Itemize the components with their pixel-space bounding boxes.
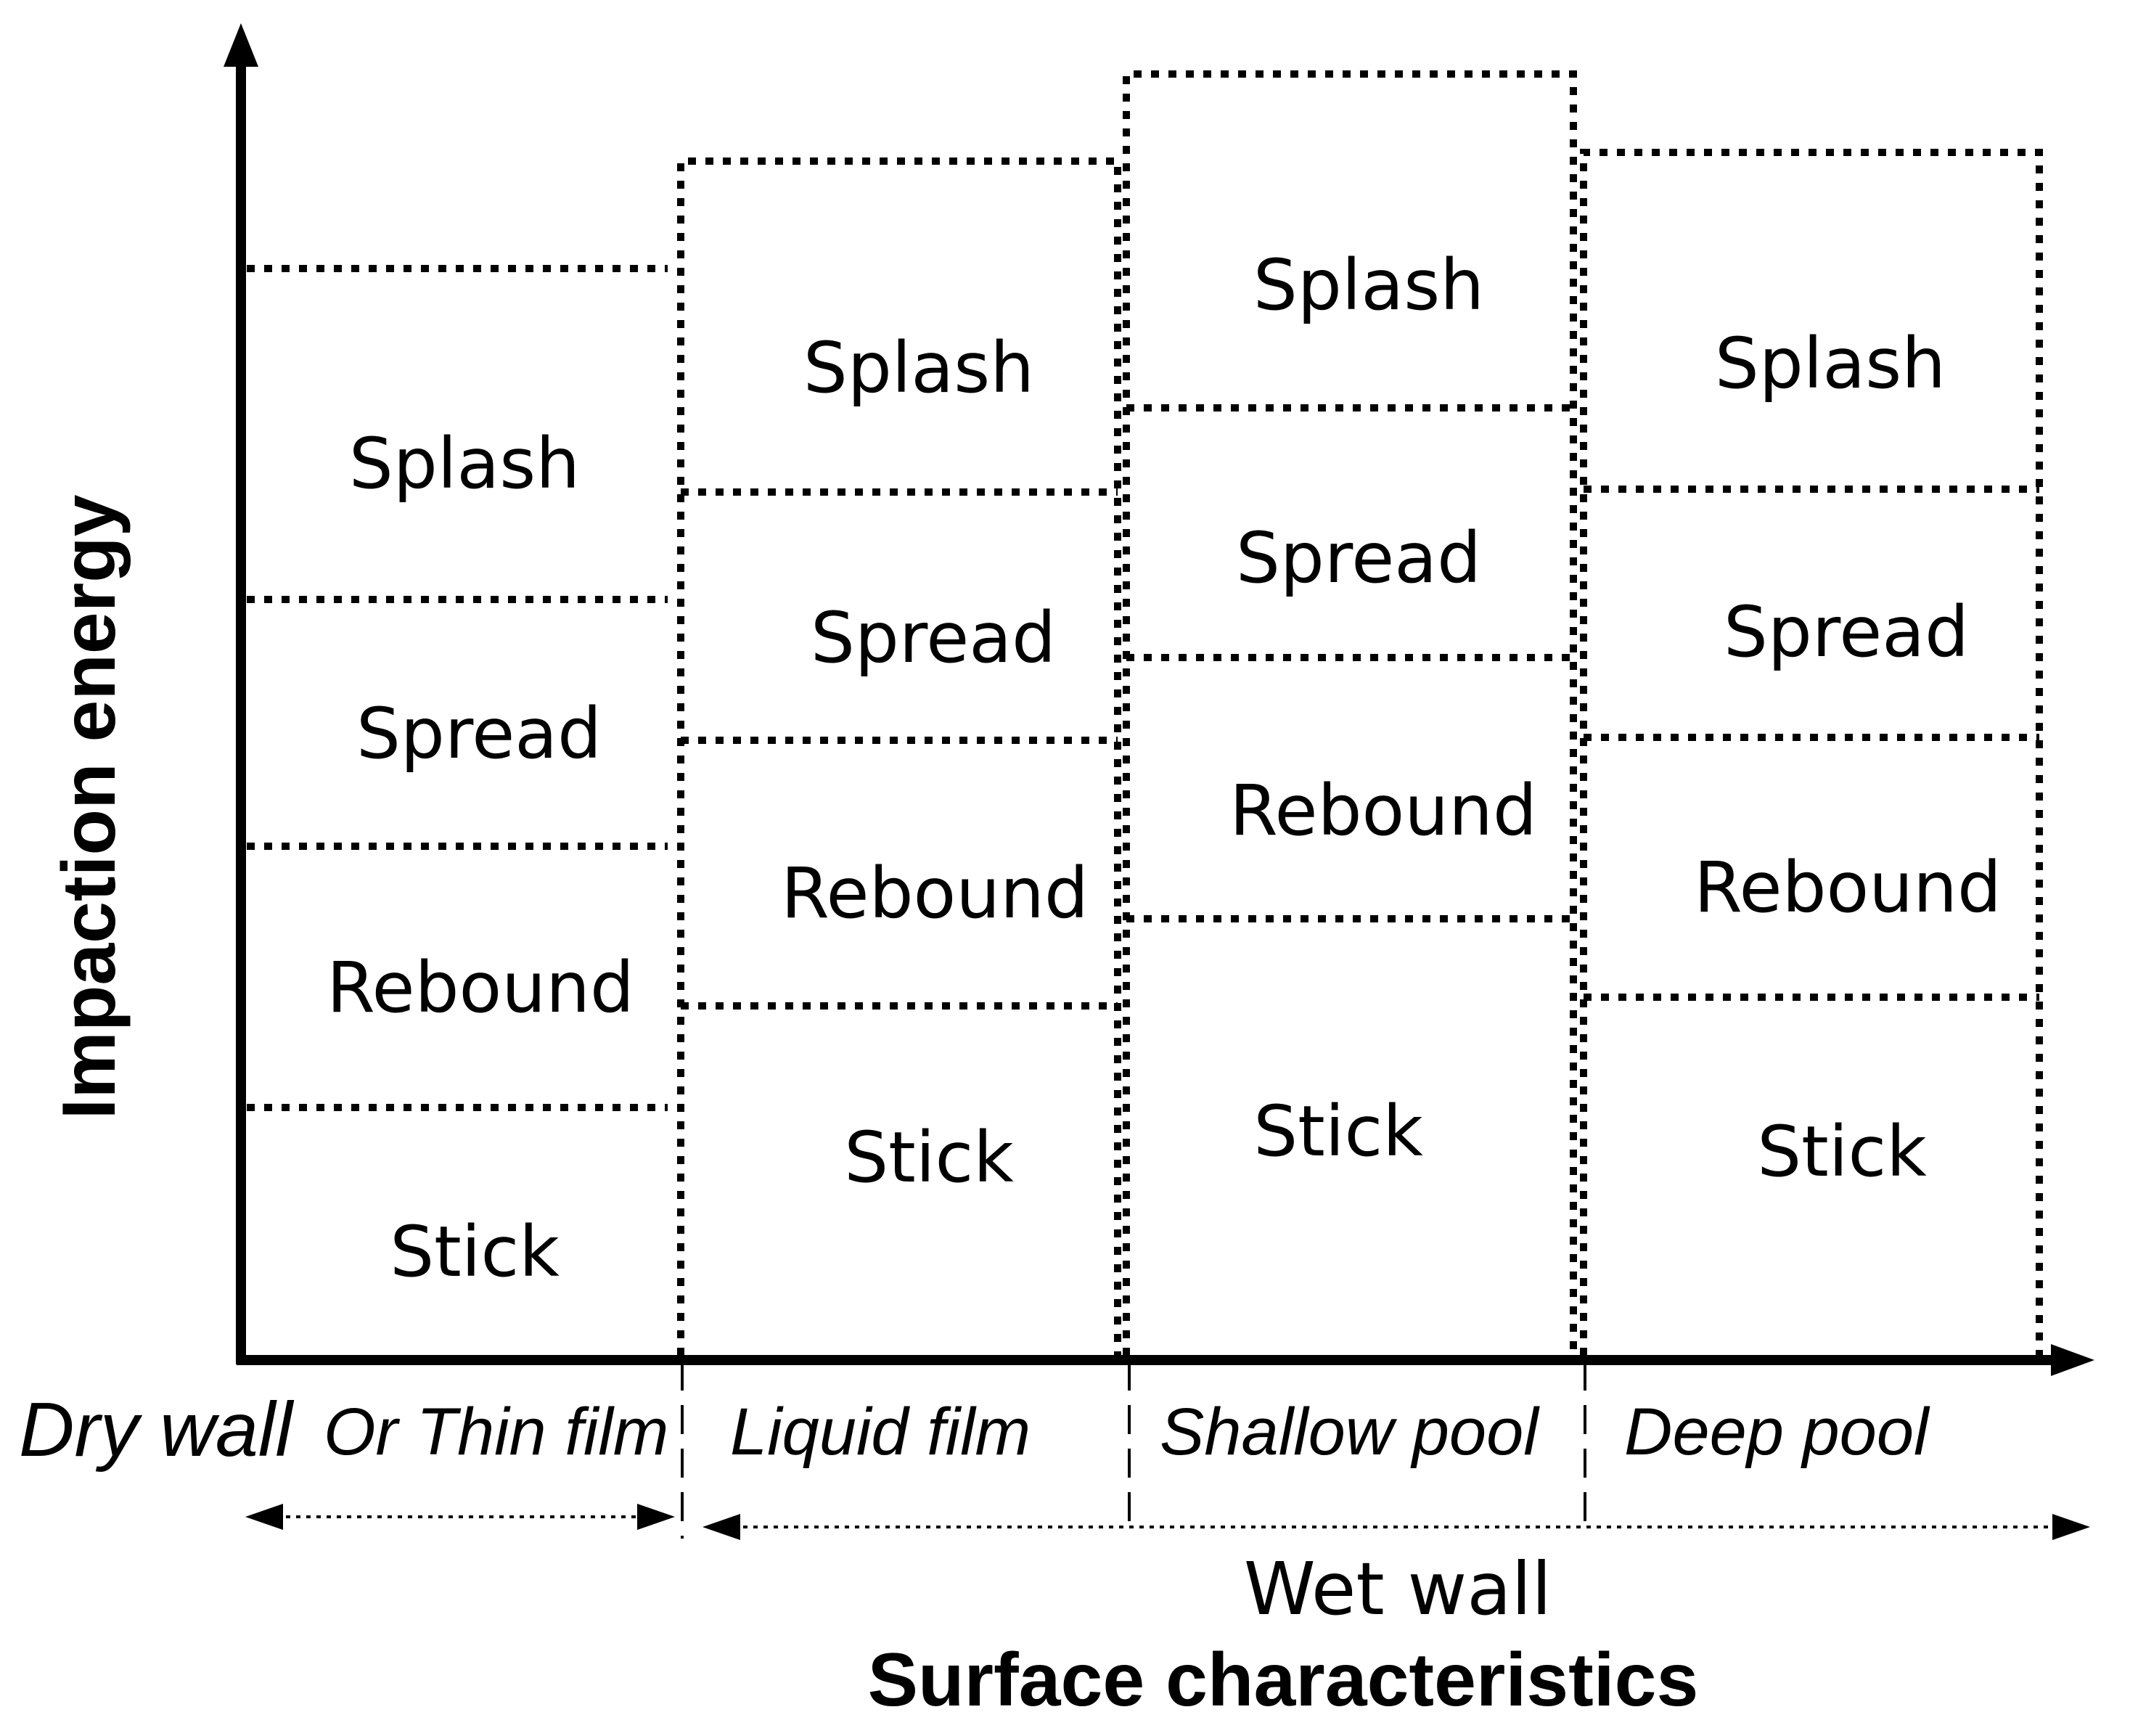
- column-outline: [1123, 70, 1577, 1356]
- regime-label: Stick: [1757, 1111, 1927, 1192]
- x-axis-arrowhead: [2051, 1344, 2094, 1376]
- regime-label: Stick: [844, 1117, 1014, 1198]
- column-liquid-film: Splash Spread Rebound Stick: [677, 157, 1121, 1356]
- column-deep-pool: Splash Spread Rebound Stick: [1580, 149, 2043, 1356]
- condition-label: Dry wall: [19, 1387, 294, 1473]
- regime-label: Splash: [349, 423, 580, 504]
- x-axis-title: Surface characteristics: [868, 1638, 1699, 1722]
- column-outline: [1580, 149, 2043, 1356]
- y-axis-title: Impaction energy: [47, 494, 131, 1119]
- regime-label: Splash: [1715, 323, 1946, 404]
- regime-label: Rebound: [781, 853, 1089, 934]
- column-dry-wall: Splash Spread Rebound Stick: [247, 265, 668, 1293]
- column-shallow-pool: Splash Spread Rebound Stick: [1123, 70, 1577, 1356]
- regime-label: Stick: [1253, 1091, 1423, 1172]
- regime-label: Rebound: [1229, 770, 1537, 851]
- condition-label: Deep pool: [1624, 1395, 1930, 1469]
- regime-label: Rebound: [327, 947, 634, 1028]
- condition-label: Shallow pool: [1160, 1395, 1540, 1469]
- regime-label: Splash: [1253, 245, 1484, 326]
- regime-label: Spread: [811, 597, 1056, 679]
- regime-label: Splash: [803, 327, 1034, 409]
- wet-wall-label: Wet wall: [1244, 1547, 1552, 1631]
- regime-label: Spread: [1724, 591, 1969, 673]
- column-outline: [677, 157, 1121, 1356]
- condition-label: Or Thin film: [324, 1395, 668, 1469]
- regime-label: Stick: [390, 1211, 560, 1293]
- regime-label: Spread: [356, 693, 602, 774]
- condition-label: Liquid film: [730, 1395, 1031, 1469]
- regime-label: Rebound: [1694, 847, 2002, 928]
- wet-wall-range-arrow: [703, 1514, 2090, 1540]
- y-axis-arrowhead: [224, 23, 258, 67]
- regime-label: Spread: [1236, 517, 1481, 599]
- dry-wall-range-arrow: [245, 1504, 675, 1530]
